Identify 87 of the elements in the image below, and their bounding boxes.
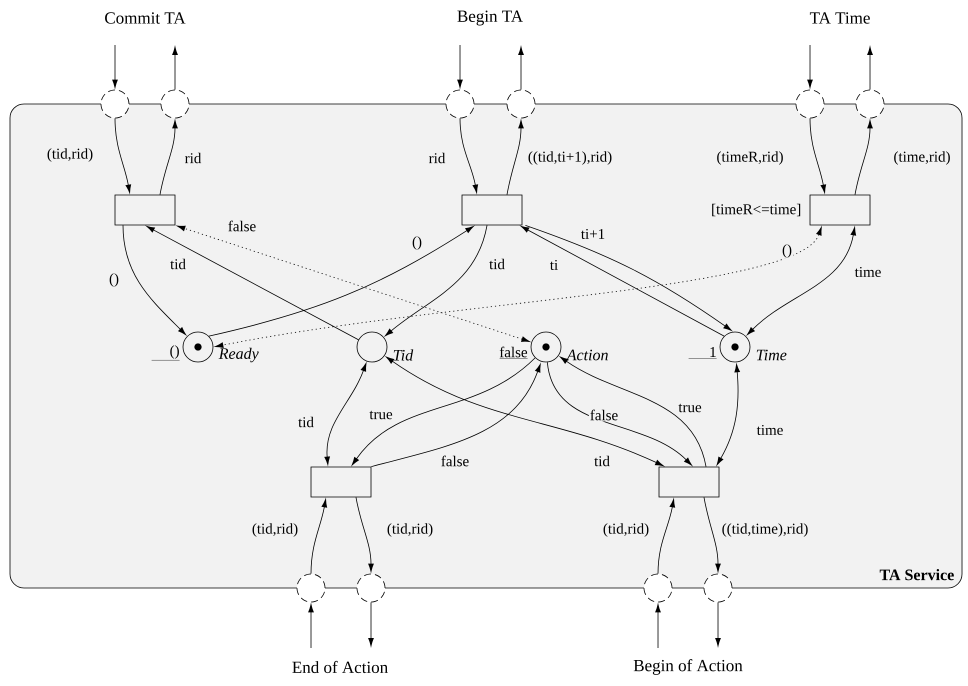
arrow [810, 118, 826, 193]
transition-box [810, 194, 870, 226]
arrow [371, 364, 541, 467]
port-circle [796, 90, 824, 118]
arrow [384, 225, 488, 336]
arrow [208, 226, 474, 336]
port-circle [446, 90, 474, 118]
arrow [310, 499, 328, 574]
arrow [658, 499, 676, 574]
arrow [746, 227, 856, 336]
edge-label: () [411, 235, 423, 251]
edge-label: rid [428, 152, 446, 164]
place-name: Ready [218, 348, 259, 362]
initial-marking: 1 [688, 347, 717, 359]
edge-label: true [368, 410, 394, 420]
edge-label: time [854, 266, 882, 278]
port-circle [704, 574, 732, 602]
arrow [716, 364, 740, 466]
port-circle [356, 574, 386, 602]
port-label: Begin of Action [634, 659, 743, 675]
edge-label: tid [169, 258, 187, 270]
arrow [368, 602, 374, 646]
port-circle [856, 90, 884, 118]
arrow [867, 46, 873, 90]
place-name: Tid [394, 349, 414, 361]
edge-label: false [440, 454, 470, 468]
transition-box [462, 194, 522, 226]
arrow [506, 120, 524, 195]
arrow [215, 226, 822, 348]
edge-label: false [226, 220, 258, 232]
edge-label: (tid,rid) [602, 522, 650, 538]
port-label: Begin TA [457, 10, 523, 26]
arrow [704, 497, 721, 572]
arrow [352, 357, 536, 466]
arrow [518, 46, 524, 90]
arrow [560, 356, 706, 467]
box-title: TA Service [880, 569, 954, 580]
arrow [460, 118, 478, 193]
arrow [807, 44, 813, 88]
port-circle [160, 90, 190, 118]
arrow [715, 602, 721, 646]
place-name: Action [566, 350, 608, 360]
arrow [546, 362, 692, 466]
arrow [122, 225, 186, 336]
port-circle [506, 90, 536, 118]
edge-label: (tid,rid) [250, 522, 300, 538]
port-circle [100, 90, 130, 118]
initial-marking: false [499, 346, 528, 359]
edge-label: tid [593, 454, 611, 468]
arrow [146, 226, 359, 340]
arrow [114, 118, 132, 193]
arrow [457, 44, 463, 88]
arrow [176, 226, 530, 342]
arrow [655, 604, 661, 648]
edge-label: tid [297, 416, 315, 428]
edge-label: ((tid,time),rid) [720, 522, 810, 538]
edge-label: tid [488, 258, 506, 270]
edge-label: rid [184, 152, 202, 164]
transition-box [310, 466, 372, 498]
initial-marking: () [151, 345, 180, 360]
guard-label: [timeR<=time] [712, 204, 800, 216]
arrow [356, 497, 374, 572]
edge-label: time [756, 424, 784, 436]
edge-label: ((tid,ti+1),rid) [526, 150, 614, 166]
arrow [854, 120, 873, 195]
edge-label: false [588, 408, 620, 422]
edge-label: true [677, 402, 703, 414]
port-circle [644, 574, 672, 602]
edge-label: (tid,rid) [46, 147, 94, 163]
port-label: End of Action [292, 660, 388, 674]
port-label: TA Time [810, 12, 870, 24]
edge-label: (time,rid) [892, 150, 952, 166]
place-name: Time [756, 350, 786, 360]
port-circle [296, 574, 326, 602]
edge-label: () [781, 243, 793, 259]
arrow [160, 120, 178, 195]
arrow [324, 362, 366, 465]
transition-box [658, 466, 720, 498]
arrow [386, 356, 664, 466]
edge-label: () [108, 272, 120, 288]
transition-box [114, 194, 176, 226]
arrow [112, 44, 118, 88]
port-label: Commit TA [105, 12, 186, 24]
arrow [308, 604, 314, 648]
edge-label: (tid,rid) [386, 522, 434, 538]
arrow [172, 46, 178, 90]
edge-label: (timeR,rid) [715, 150, 785, 166]
